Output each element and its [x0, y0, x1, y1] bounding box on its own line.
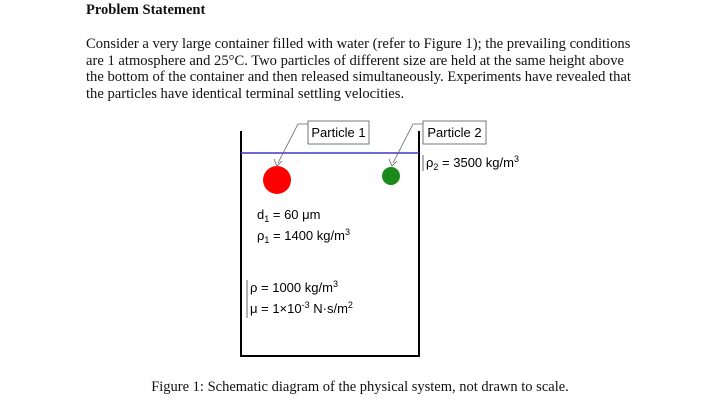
figure-caption: Figure 1: Schematic diagram of the physi… [151, 379, 569, 395]
rho-water-label: ρ = 1000 kg/m3 [250, 279, 338, 295]
paragraph-line: Consider a very large container filled w… [86, 36, 631, 52]
problem-heading: Problem Statement [86, 2, 206, 18]
particle2-circle [382, 167, 400, 185]
problem-paragraph: Consider a very large container filled w… [86, 36, 690, 102]
particle2-label-box [422, 120, 487, 145]
paragraph-line: the bottom of the container and then rel… [86, 69, 631, 86]
particle1-circle [263, 166, 291, 194]
particle1-label: Particle 1 [311, 125, 365, 140]
particle2-arrowhead [388, 158, 398, 167]
mu-water-label: μ = 1×10-3 N·s/m2 [250, 300, 353, 316]
rho2-label: ρ2 = 3500 kg/m3 [426, 154, 519, 172]
particle2-leader-line [392, 123, 423, 164]
particle1-leader-line [277, 123, 308, 164]
paragraph-line: the particles have identical terminal se… [86, 85, 405, 102]
particle1-label-box [307, 120, 370, 145]
paragraph-line: are 1 atmosphere and 25°C. Two particles… [86, 52, 624, 69]
rho1-label: ρ1 = 1400 kg/m3 [257, 227, 350, 245]
container-outline [240, 131, 420, 357]
particle2-label: Particle 2 [427, 125, 481, 140]
d1-label: d1 = 60 μm [257, 207, 320, 224]
